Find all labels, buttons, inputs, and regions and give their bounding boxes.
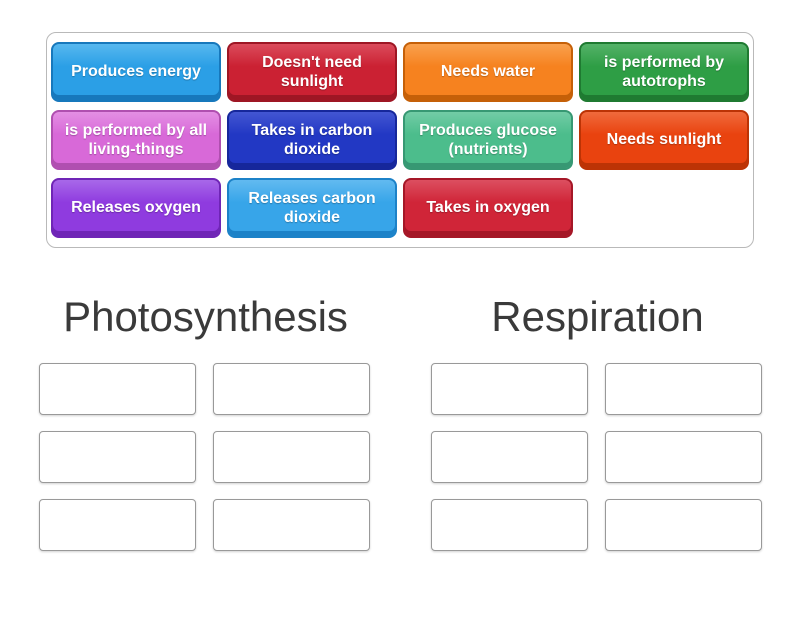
drop-slot[interactable] [39,362,196,415]
drop-slot[interactable] [213,362,370,415]
word-tile-label: Produces glucose (nutrients) [419,121,557,158]
drop-slot[interactable] [605,498,762,551]
word-bank: Produces energy Doesn't need sunlight Ne… [46,32,754,248]
group-title-photosynthesis: Photosynthesis [63,293,348,340]
word-tile-releases-carbon-dioxide[interactable]: Releases carbon dioxide [227,178,397,238]
word-tile-label: Takes in carbon dioxide [251,121,373,158]
drop-slot[interactable] [431,498,588,551]
word-tile-label: Doesn't need sunlight [262,53,362,90]
word-tile-takes-in-oxygen[interactable]: Takes in oxygen [403,178,573,238]
word-tile-label: Needs water [440,63,536,81]
drop-slot[interactable] [605,430,762,483]
word-tile-releases-oxygen[interactable]: Releases oxygen [51,178,221,238]
slots-photosynthesis [39,362,372,551]
word-tile-label: Produces energy [71,63,201,81]
word-tile-label: Releases carbon dioxide [248,189,376,226]
word-tile-produces-energy[interactable]: Produces energy [51,42,221,102]
word-tile-label: is performed by all living-things [64,121,208,158]
word-tile-needs-water[interactable]: Needs water [403,42,573,102]
drop-slot[interactable] [39,430,196,483]
word-tile-performed-by-all-living-things[interactable]: is performed by all living-things [51,110,221,170]
drop-slot[interactable] [39,498,196,551]
word-tile-label: Releases oxygen [71,199,201,217]
drop-slot[interactable] [605,362,762,415]
drop-slot[interactable] [431,362,588,415]
word-tile-doesnt-need-sunlight[interactable]: Doesn't need sunlight [227,42,397,102]
drop-slot[interactable] [213,430,370,483]
group-title-respiration: Respiration [491,293,704,340]
drop-slot[interactable] [213,498,370,551]
word-tile-takes-in-carbon-dioxide[interactable]: Takes in carbon dioxide [227,110,397,170]
word-tile-label: Takes in oxygen [426,199,550,217]
word-tile-label: is performed by autotrophs [603,53,725,90]
word-tile-label: Needs sunlight [606,131,722,149]
group-respiration: Respiration [431,292,764,551]
word-tile-produces-glucose[interactable]: Produces glucose (nutrients) [403,110,573,170]
category-groups: Photosynthesis Respiration [39,292,800,551]
group-photosynthesis: Photosynthesis [39,292,372,551]
word-tile-performed-by-autotrophs[interactable]: is performed by autotrophs [579,42,749,102]
word-tile-needs-sunlight[interactable]: Needs sunlight [579,110,749,170]
drop-slot[interactable] [431,430,588,483]
slots-respiration [431,362,764,551]
